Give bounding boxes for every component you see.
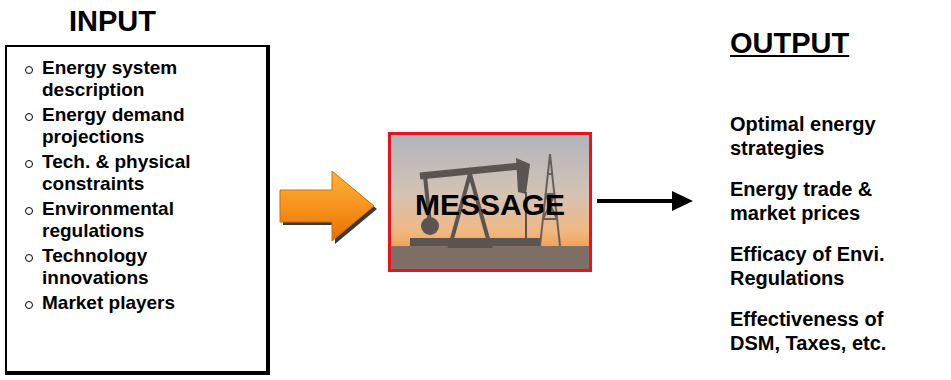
bullet-mark xyxy=(25,207,33,215)
item-text: Environmental regulations xyxy=(42,198,247,242)
item-text: Energy system description xyxy=(42,57,247,101)
block-arrow xyxy=(280,171,377,244)
output-item: Effectiveness of DSM, Taxes, etc. xyxy=(730,307,930,355)
item-text: Technology innovations xyxy=(42,245,247,289)
list-item: Energy system description xyxy=(25,57,266,101)
arrow-shadow xyxy=(283,174,377,244)
item-text: Tech. & physical constraints xyxy=(42,151,247,195)
model-box: MESSAGE xyxy=(388,132,592,272)
bullet-mark xyxy=(25,113,33,121)
output-item: Efficacy of Envi. Regulations xyxy=(730,242,930,290)
output-arrow xyxy=(597,191,693,211)
output-heading: OUTPUT xyxy=(730,26,849,61)
item-text: Market players xyxy=(42,292,247,314)
list-item: Technology innovations xyxy=(25,245,266,289)
bullet-mark xyxy=(25,254,33,262)
output-item: Energy trade & market prices xyxy=(730,177,930,225)
bullet-mark xyxy=(25,301,33,309)
list-item: Market players xyxy=(25,292,266,314)
box-heading: INPUT xyxy=(69,5,156,38)
list-item: Tech. & physical constraints xyxy=(25,151,266,195)
item-text: Energy demand projections xyxy=(42,104,247,148)
bullet-mark xyxy=(25,66,33,74)
bullet-mark xyxy=(25,160,33,168)
box-label: MESSAGE xyxy=(415,188,565,222)
output-item: Optimal energy strategies xyxy=(730,112,930,160)
list-item: Environmental regulations xyxy=(25,198,266,242)
arrow-body xyxy=(280,171,374,241)
list-item: Energy demand projections xyxy=(25,104,266,148)
input-box: INPUTEnergy system descriptionEnergy dem… xyxy=(5,45,270,375)
